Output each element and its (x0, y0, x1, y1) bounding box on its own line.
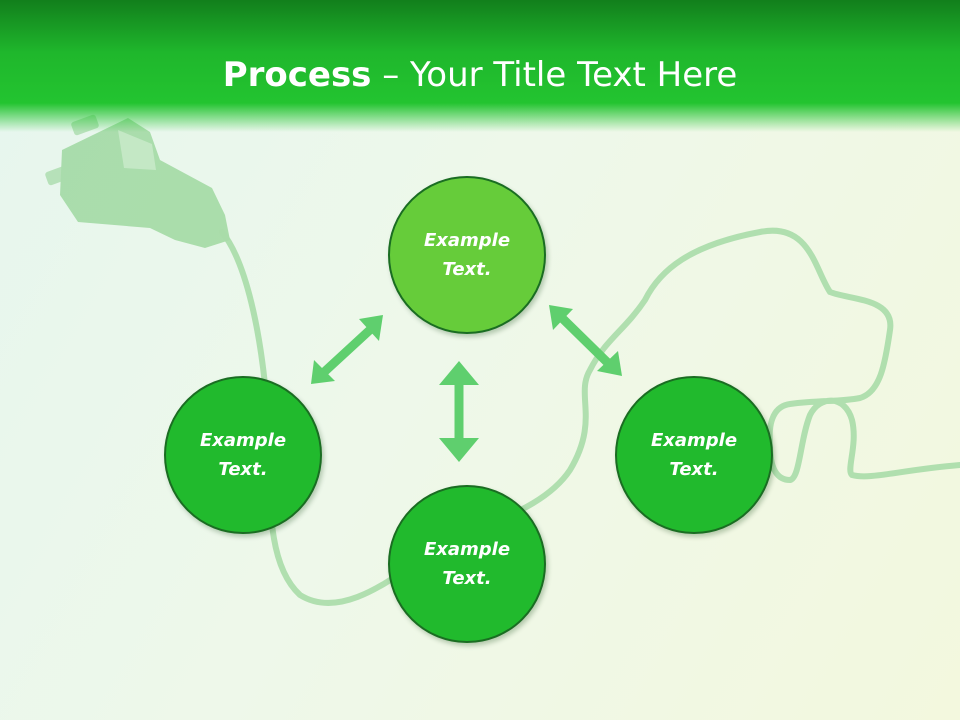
arrow-right-diagonal-icon (549, 305, 622, 376)
arrow-vertical-icon (439, 361, 479, 462)
arrow-left-diagonal-icon (311, 315, 383, 384)
node-top-label: Example Text. (423, 230, 511, 280)
title-bold: Process (222, 55, 372, 95)
node-left-label: Example Text. (199, 430, 287, 480)
slide-title: Process – Your Title Text Here (0, 52, 960, 98)
process-node-left: Example Text. (164, 376, 322, 534)
cable-icon (219, 227, 960, 606)
process-node-bottom: Example Text. (388, 485, 546, 643)
node-bottom-label: Example Text. (423, 539, 511, 589)
title-bar (0, 0, 960, 132)
plug-icon (45, 114, 230, 248)
process-node-top: Example Text. (388, 176, 546, 334)
title-rest: – Your Title Text Here (371, 55, 738, 95)
node-right-label: Example Text. (650, 430, 738, 480)
process-node-right: Example Text. (615, 376, 773, 534)
